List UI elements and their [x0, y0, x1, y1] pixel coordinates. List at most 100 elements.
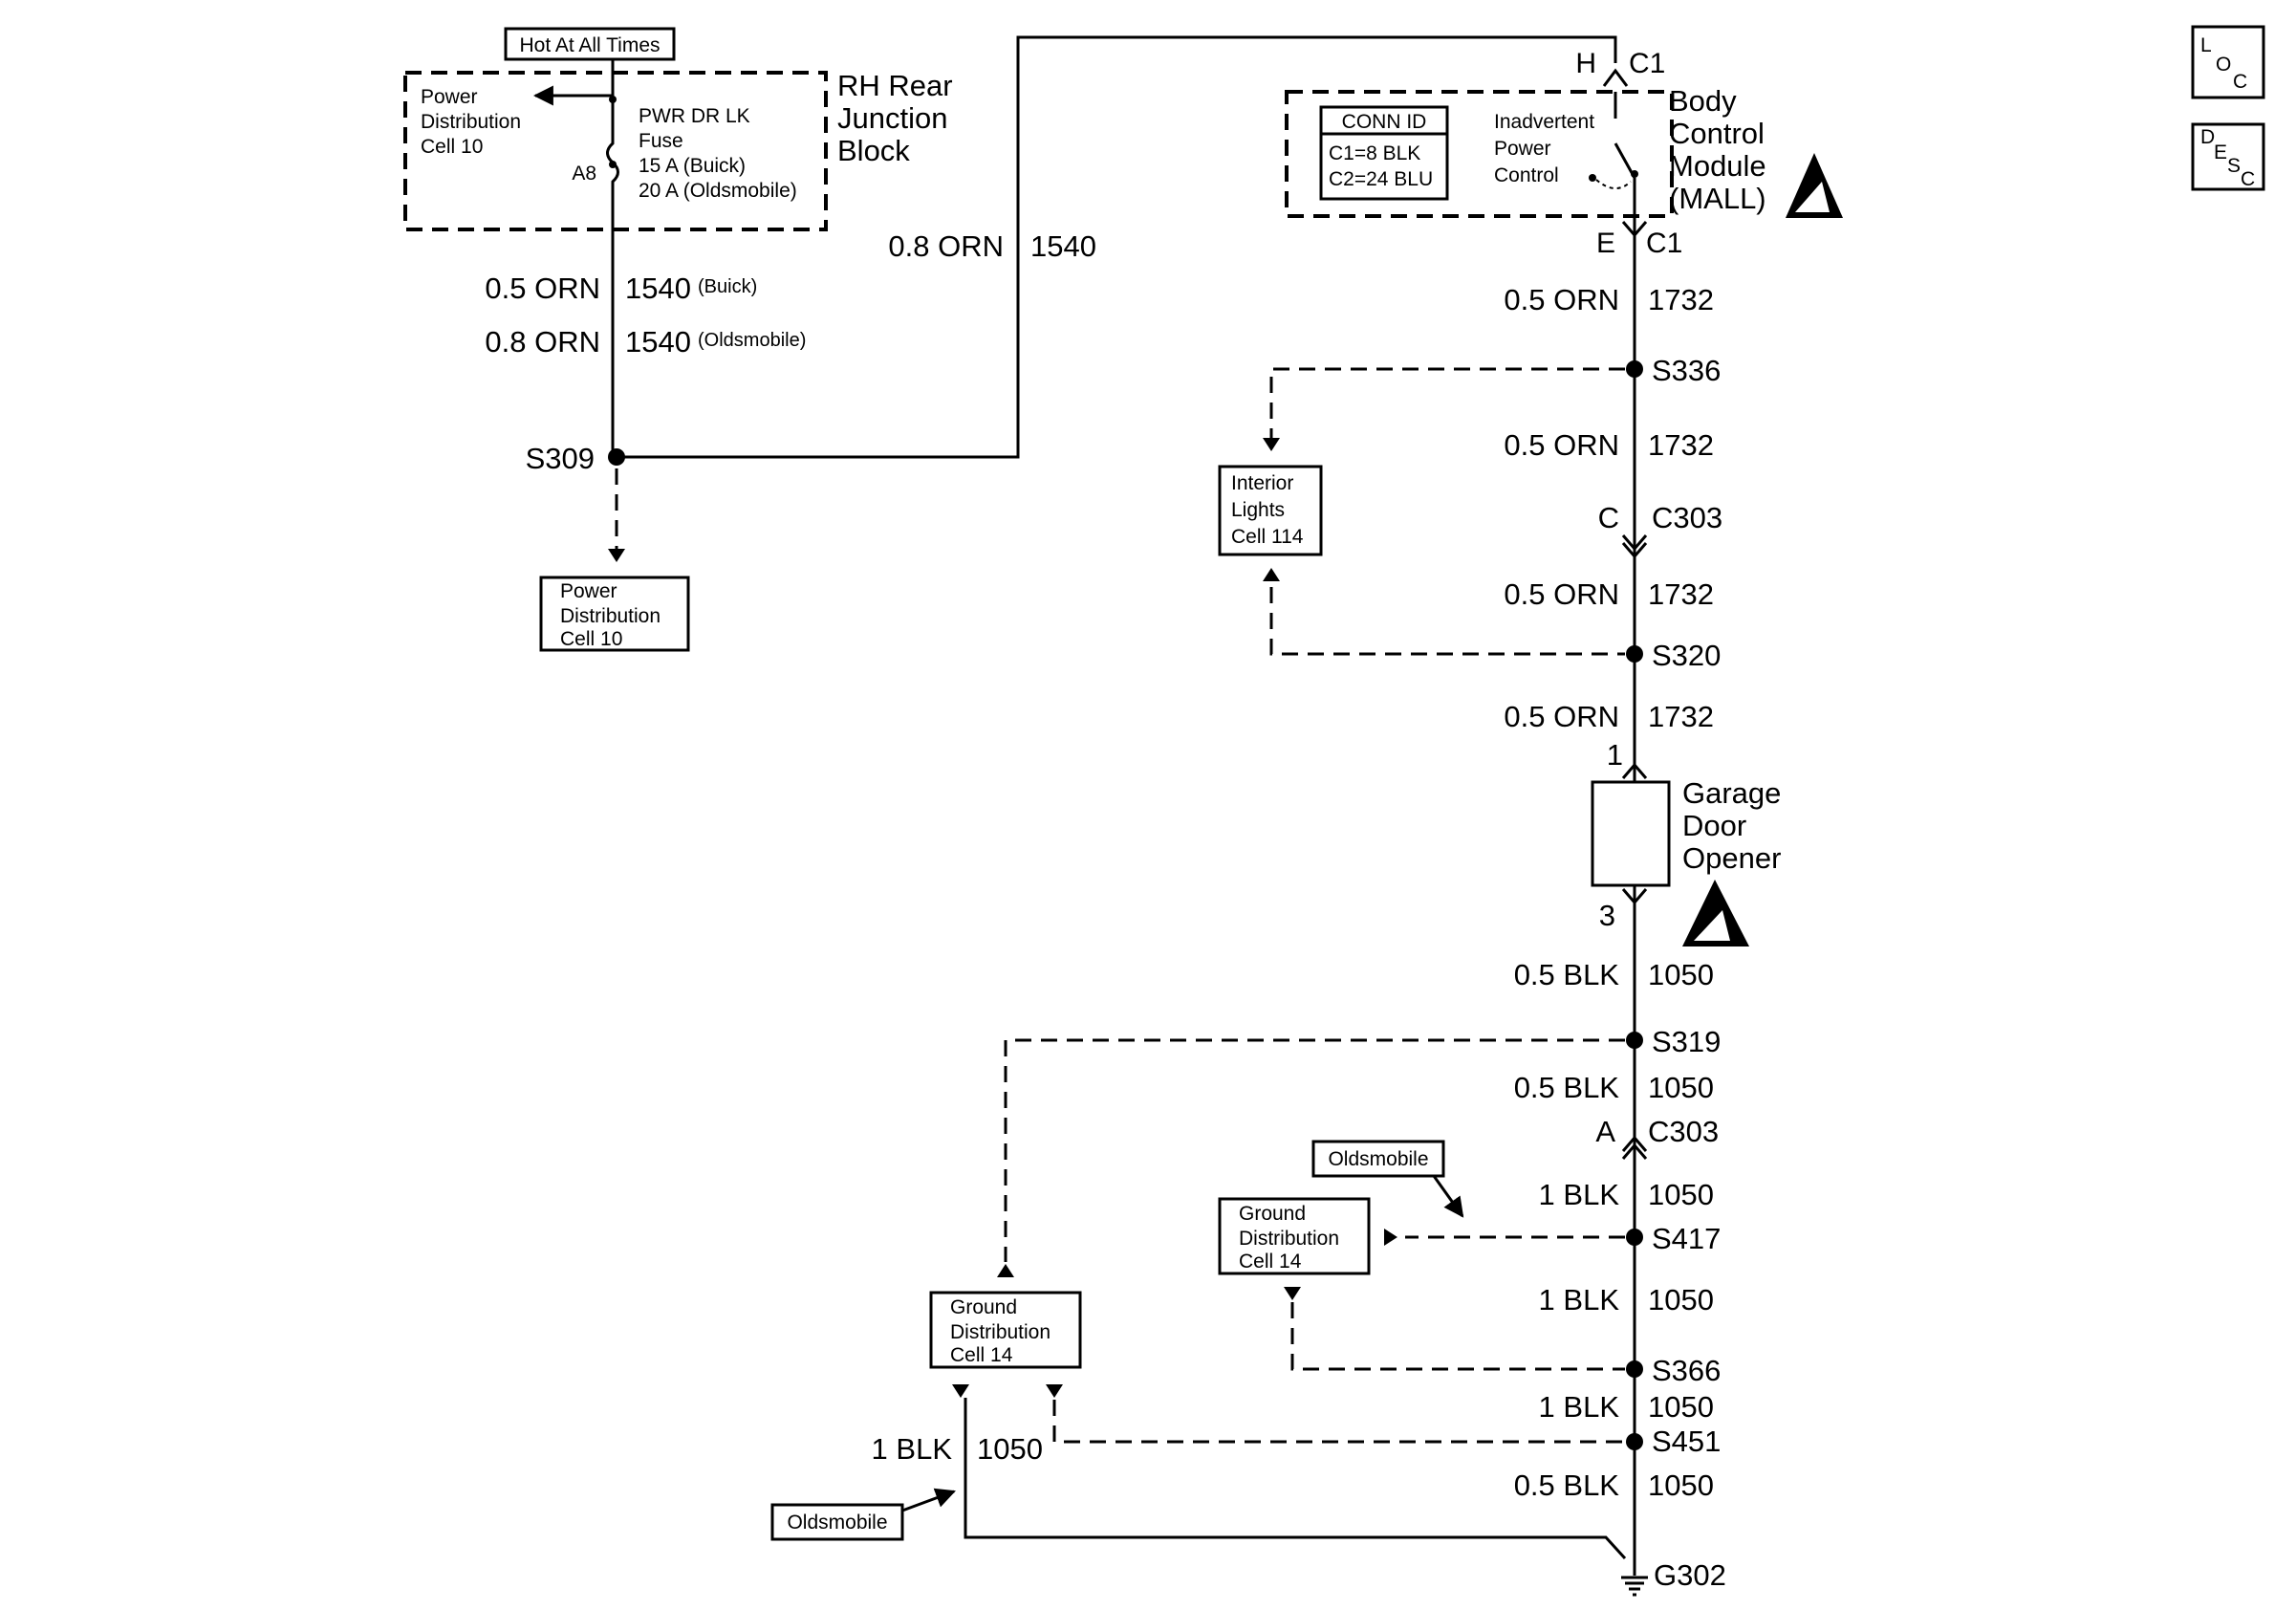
svg-text:C2=24 BLU: C2=24 BLU — [1329, 168, 1433, 190]
power-distribution-cell10-ref: Power Distribution Cell 10 — [539, 468, 690, 652]
svg-text:20 A (Oldsmobile): 20 A (Oldsmobile) — [639, 180, 797, 202]
ground-distribution-left-ref: Ground Distribution Cell 14 — [929, 1038, 1625, 1444]
svg-text:S336: S336 — [1652, 354, 1721, 387]
loc-button[interactable]: L O C — [2191, 25, 2265, 99]
svg-text:Ground: Ground — [1239, 1203, 1306, 1225]
wire-labels-right: 0.5 ORN 1732 0.5 ORN 1732 0.5 ORN 1732 0… — [1504, 283, 1714, 1502]
svg-text:C: C — [1598, 501, 1619, 534]
svg-text:C303: C303 — [1648, 1115, 1719, 1148]
svg-text:Distribution: Distribution — [421, 111, 521, 133]
svg-text:1050: 1050 — [1648, 1071, 1714, 1104]
svg-text:PWR DR LK: PWR DR LK — [639, 105, 750, 127]
splice-s320: S320 — [1626, 639, 1721, 672]
svg-text:S451: S451 — [1652, 1425, 1721, 1458]
svg-text:E: E — [2214, 141, 2227, 163]
splice-s319: S319 — [1626, 1025, 1721, 1058]
oldsmobile-label-right: Oldsmobile — [1311, 1140, 1464, 1218]
svg-text:Control: Control — [1494, 164, 1559, 186]
svg-text:S: S — [2227, 155, 2241, 177]
svg-text:1732: 1732 — [1648, 428, 1714, 462]
svg-text:Fuse: Fuse — [639, 130, 683, 152]
splice-s417: S417 — [1626, 1222, 1721, 1255]
svg-text:S309: S309 — [526, 442, 595, 475]
body-control-module: H C1 CONN ID C1=8 BLK C2=24 BLU Inadvert… — [1285, 48, 1843, 259]
svg-text:Hot At All Times: Hot At All Times — [519, 34, 660, 56]
svg-text:D: D — [2200, 126, 2215, 148]
esd-warning-icon — [1786, 153, 1843, 218]
svg-text:S319: S319 — [1652, 1025, 1721, 1058]
svg-text:E: E — [1596, 228, 1615, 259]
left-ground-wire: 1 BLK 1050 — [872, 1398, 1627, 1560]
svg-text:0.5 BLK: 0.5 BLK — [1514, 958, 1620, 991]
svg-text:1: 1 — [1607, 738, 1623, 772]
svg-text:1050: 1050 — [1648, 1390, 1714, 1424]
svg-text:CONN ID: CONN ID — [1342, 111, 1427, 133]
svg-text:Interior: Interior — [1231, 472, 1293, 494]
svg-text:0.8 ORN: 0.8 ORN — [888, 229, 1004, 263]
svg-text:3: 3 — [1599, 899, 1615, 932]
svg-text:15 A (Buick): 15 A (Buick) — [639, 155, 746, 177]
hot-at-all-times-label: Hot At All Times — [504, 27, 676, 61]
svg-text:S366: S366 — [1652, 1354, 1721, 1387]
splice-s336: S336 — [1626, 354, 1721, 387]
ground-g302: G302 — [1621, 1558, 1726, 1597]
svg-text:O: O — [2216, 54, 2231, 76]
svg-text:S320: S320 — [1652, 639, 1721, 672]
splice-s366: S366 — [1626, 1354, 1721, 1387]
svg-text:C1=8 BLK: C1=8 BLK — [1329, 142, 1420, 164]
rh-rear-junction-block: RH Rear Junction Block Power Distributio… — [403, 59, 953, 231]
svg-text:0.5 BLK: 0.5 BLK — [1514, 1071, 1620, 1104]
svg-text:Block: Block — [837, 134, 910, 167]
svg-text:0.5 ORN: 0.5 ORN — [485, 272, 600, 305]
svg-text:Power: Power — [421, 86, 478, 108]
svg-text:Cell 10: Cell 10 — [421, 136, 483, 158]
svg-text:0.8 ORN: 0.8 ORN — [485, 325, 600, 359]
svg-text:Distribution: Distribution — [1239, 1228, 1339, 1250]
svg-text:(Buick): (Buick) — [698, 276, 757, 297]
svg-text:Opener: Opener — [1682, 841, 1781, 875]
svg-text:Junction: Junction — [837, 101, 947, 135]
svg-text:Cell 10: Cell 10 — [560, 628, 622, 650]
splice-s451: S451 — [1626, 1425, 1721, 1458]
svg-text:1540: 1540 — [625, 272, 691, 305]
svg-text:L: L — [2200, 34, 2212, 56]
svg-text:C1: C1 — [1646, 228, 1682, 259]
top-wire-1540: 0.8 ORN 1540 — [617, 35, 1617, 459]
svg-text:C: C — [2233, 71, 2247, 93]
svg-text:Lights: Lights — [1231, 499, 1285, 521]
svg-text:1 BLK: 1 BLK — [1539, 1283, 1620, 1316]
ground-distribution-right-ref: Ground Distribution Cell 14 — [1218, 1197, 1625, 1371]
oldsmobile-label-left: Oldsmobile — [770, 1488, 956, 1541]
svg-text:1540: 1540 — [1030, 229, 1096, 263]
svg-text:Ground: Ground — [950, 1296, 1017, 1318]
svg-text:Cell 14: Cell 14 — [950, 1344, 1013, 1366]
desc-button[interactable]: D E S C — [2191, 122, 2265, 191]
svg-text:Control: Control — [1669, 117, 1765, 150]
svg-text:1050: 1050 — [1648, 958, 1714, 991]
svg-text:1732: 1732 — [1648, 700, 1714, 733]
svg-text:1050: 1050 — [1648, 1178, 1714, 1211]
interior-lights-ref: Interior Lights Cell 114 — [1218, 367, 1625, 656]
svg-text:Inadvertent: Inadvertent — [1494, 111, 1594, 133]
svg-text:(Oldsmobile): (Oldsmobile) — [698, 330, 806, 351]
svg-text:(MALL): (MALL) — [1669, 182, 1766, 215]
svg-text:C1: C1 — [1629, 48, 1665, 79]
svg-text:0.5 ORN: 0.5 ORN — [1504, 577, 1619, 611]
svg-text:1540: 1540 — [625, 325, 691, 359]
svg-text:Oldsmobile: Oldsmobile — [1328, 1148, 1428, 1170]
splice-s309: S309 — [526, 442, 625, 475]
svg-text:S417: S417 — [1652, 1222, 1721, 1255]
svg-text:Power: Power — [560, 580, 617, 602]
svg-text:RH Rear: RH Rear — [837, 69, 953, 102]
svg-text:Body: Body — [1669, 84, 1737, 118]
svg-text:Oldsmobile: Oldsmobile — [787, 1512, 887, 1534]
svg-text:Door: Door — [1682, 809, 1746, 842]
svg-text:G302: G302 — [1654, 1558, 1726, 1592]
svg-text:1050: 1050 — [977, 1432, 1043, 1466]
connector-c303-c: C C303 — [1598, 501, 1722, 559]
svg-text:1 BLK: 1 BLK — [1539, 1390, 1620, 1424]
svg-text:Module: Module — [1669, 149, 1766, 183]
svg-text:1732: 1732 — [1648, 577, 1714, 611]
pwr-dr-lk-fuse: PWR DR LK Fuse 15 A (Buick) 20 A (Oldsmo… — [572, 59, 797, 229]
